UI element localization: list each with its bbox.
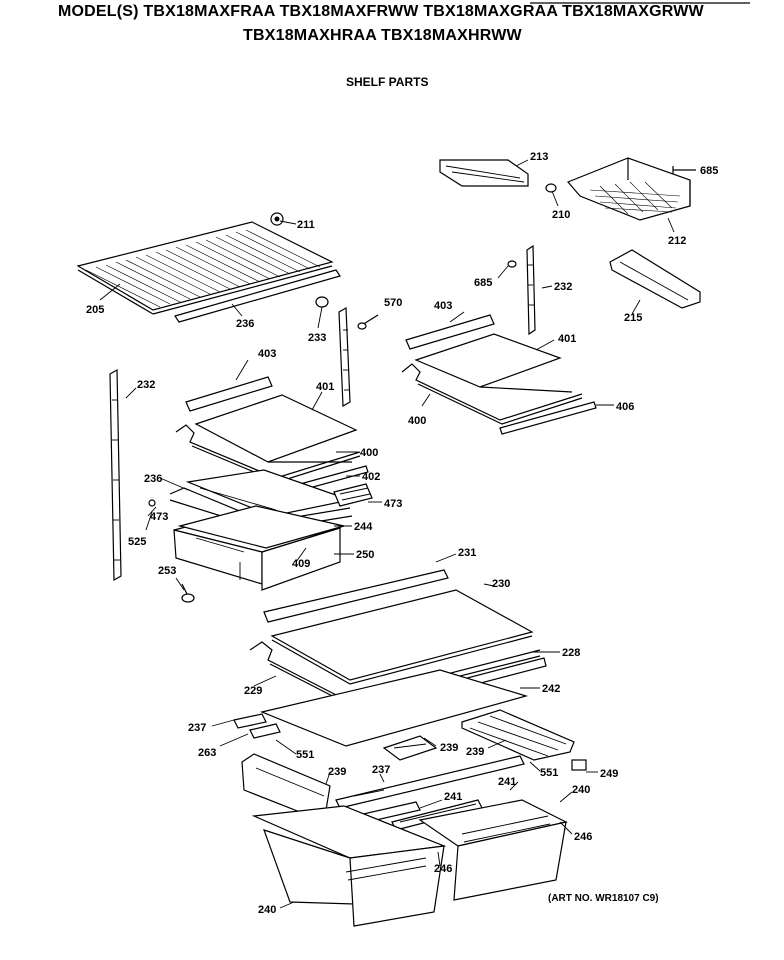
callout-400: 400 <box>408 415 426 427</box>
callout-244: 244 <box>354 521 373 533</box>
crisper-drawer-right-part <box>418 799 568 901</box>
crisper-drawer-left-part <box>251 805 447 927</box>
cover-trim-part <box>335 755 525 809</box>
callout-239: 239 <box>466 746 484 758</box>
callout-236: 236 <box>236 318 254 330</box>
callout-233: 233 <box>308 332 326 344</box>
callout-237: 237 <box>188 722 206 734</box>
slide-rail-part <box>461 709 575 761</box>
wire-basket-part <box>566 157 691 221</box>
callout-263: 263 <box>198 747 216 759</box>
slide-rail-part <box>333 483 373 507</box>
callout-473: 473 <box>384 498 402 510</box>
side-bracket-part <box>241 753 331 813</box>
callout-labels: 685 213 210 212 211 205 236 570 233 685 … <box>86 151 718 916</box>
wire-shelf-part <box>76 221 334 315</box>
callout-409: 409 <box>292 558 310 570</box>
callout-241: 241 <box>498 776 516 788</box>
section-title: SHELF PARTS <box>346 75 429 89</box>
clip-part <box>545 183 557 193</box>
callout-212: 212 <box>668 235 686 247</box>
shelf-ladder-part <box>109 368 122 582</box>
callout-237: 237 <box>372 764 390 776</box>
screw-part <box>672 166 696 174</box>
crisper-cover-part <box>260 669 529 747</box>
callout-402: 402 <box>362 471 380 483</box>
callout-406: 406 <box>616 401 634 413</box>
callout-232: 232 <box>137 379 155 391</box>
callout-473: 473 <box>150 511 168 523</box>
callout-246: 246 <box>434 863 452 875</box>
callout-210: 210 <box>552 209 570 221</box>
callout-232: 232 <box>554 281 572 293</box>
callout-403: 403 <box>434 300 452 312</box>
screw-part <box>148 499 156 507</box>
shelf-ladder-part <box>338 306 351 408</box>
callout-213: 213 <box>530 151 548 163</box>
callout-570: 570 <box>384 297 402 309</box>
callout-236: 236 <box>144 473 162 485</box>
dairy-bin-part <box>609 249 701 309</box>
shelf-trim-part <box>499 401 597 435</box>
shelf-frame-part <box>401 363 583 425</box>
callout-250: 250 <box>356 549 374 561</box>
drawer-frame-part <box>169 469 353 531</box>
callout-229: 229 <box>244 685 262 697</box>
screw-part <box>507 260 517 268</box>
callout-241: 241 <box>444 791 462 803</box>
shelf-trim-part <box>185 376 273 412</box>
callout-551: 551 <box>296 749 314 761</box>
model-list-line-2: TBX18MAXHRAA TBX18MAXHRWW <box>243 27 522 44</box>
callout-685: 685 <box>700 165 718 177</box>
callout-685: 685 <box>474 277 492 289</box>
bracket-part <box>571 759 587 771</box>
shelf-bumper-part <box>270 212 284 226</box>
callout-230: 230 <box>492 578 510 590</box>
callout-403: 403 <box>258 348 276 360</box>
callout-246: 246 <box>574 831 592 843</box>
callout-231: 231 <box>458 547 476 559</box>
callout-239: 239 <box>440 742 458 754</box>
callout-525: 525 <box>128 536 146 548</box>
model-list-line-1: MODEL(S) TBX18MAXFRAA TBX18MAXFRWW TBX18… <box>58 3 704 20</box>
shelf-trim-part <box>263 569 449 623</box>
art-number: (ART NO. WR18107 C9) <box>548 893 659 904</box>
callout-400: 400 <box>360 447 378 459</box>
shelf-ladder-part <box>526 244 536 336</box>
bumper-part <box>315 296 329 308</box>
leader-lines <box>99 159 675 909</box>
callout-211: 211 <box>297 219 315 231</box>
support-part <box>233 713 281 739</box>
callout-240: 240 <box>258 904 276 916</box>
callout-401: 401 <box>558 333 576 345</box>
callout-249: 249 <box>600 768 618 780</box>
slide-part <box>382 735 438 761</box>
bracket-part <box>181 583 195 603</box>
callout-253: 253 <box>158 565 176 577</box>
callout-239: 239 <box>328 766 346 778</box>
callout-240: 240 <box>572 784 590 796</box>
callout-242: 242 <box>542 683 560 695</box>
callout-228: 228 <box>562 647 580 659</box>
screw-part <box>357 314 379 330</box>
callout-551: 551 <box>540 767 558 779</box>
shelf-trim-part <box>405 314 495 350</box>
rail-part <box>439 159 529 187</box>
glass-shelf-part <box>270 589 534 685</box>
glass-shelf-part <box>414 333 562 388</box>
glass-shelf-part <box>194 394 358 463</box>
trim-strip-part <box>174 269 341 323</box>
callout-401: 401 <box>316 381 334 393</box>
callout-215: 215 <box>624 312 642 324</box>
callout-205: 205 <box>86 304 104 316</box>
